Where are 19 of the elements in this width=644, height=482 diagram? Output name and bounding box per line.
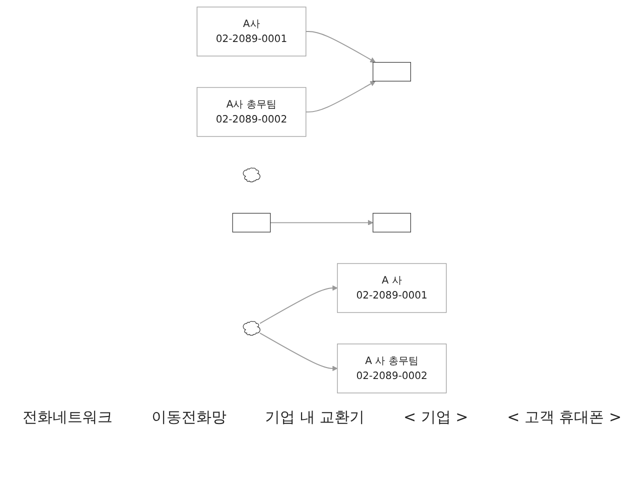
node-box: A 사 02-2089-0001 <box>337 263 447 313</box>
node-cloud <box>243 168 261 182</box>
node-box: A사 02-2089-0001 <box>197 6 307 56</box>
arrow <box>306 80 376 112</box>
note-label: < 고객 휴대폰 > <box>507 408 622 427</box>
arrow <box>260 285 338 324</box>
arrow <box>270 220 374 226</box>
note-label: 전화네트워크 <box>22 408 112 427</box>
node-box: A사 총무팀 02-2089-0002 <box>197 87 307 137</box>
node-cloud <box>243 321 261 336</box>
node-box: A 사 총무팀 02-2089-0002 <box>337 344 447 394</box>
note-label: 이동전화망 <box>151 408 226 427</box>
node-box <box>232 212 271 232</box>
note-label: 기업 내 교환기 <box>265 408 365 427</box>
node-box <box>373 62 412 82</box>
note-label: < 기업 > <box>404 408 468 427</box>
arrow <box>306 31 376 63</box>
arrow <box>260 332 338 372</box>
node-box <box>373 212 412 232</box>
